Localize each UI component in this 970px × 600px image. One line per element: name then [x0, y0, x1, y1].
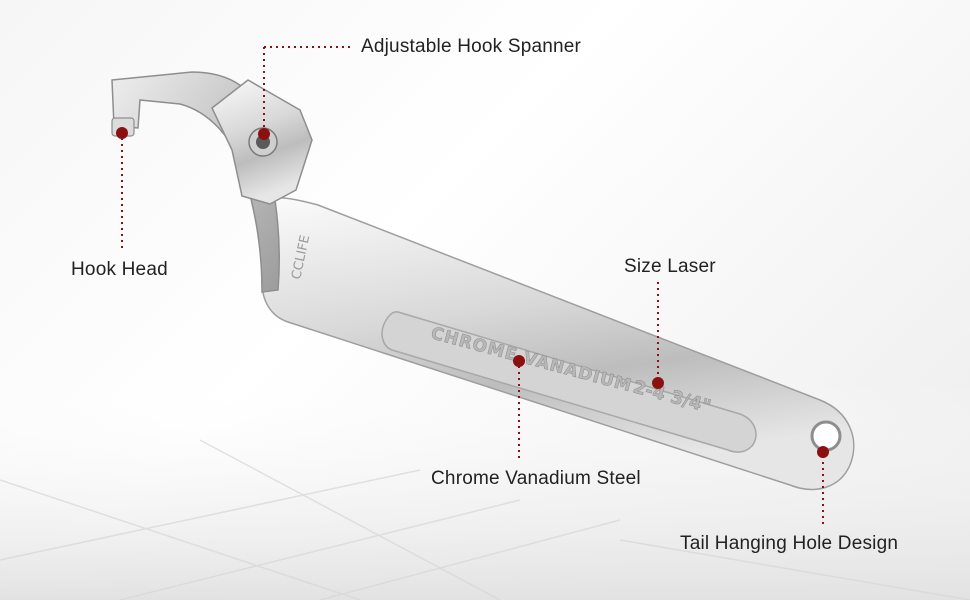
marker-hook-head [116, 127, 128, 139]
callout-leader-lines [121, 46, 824, 525]
callout-tail-hanging-hole-design: Tail Hanging Hole Design [680, 533, 899, 554]
marker-adjustable-hook-spanner [258, 128, 270, 140]
tail-hanging-hole [810, 420, 842, 452]
marker-chrome-vanadium-steel [513, 355, 525, 367]
engraving-panel [381, 311, 757, 453]
marker-tail-hanging-hole [817, 446, 829, 458]
callout-hook-head: Hook Head [71, 259, 168, 280]
callout-markers [116, 127, 829, 458]
marker-size-laser [652, 377, 664, 389]
wrench-handle [261, 196, 855, 491]
callout-size-laser: Size Laser [624, 256, 716, 277]
callout-chrome-vanadium-steel: Chrome Vanadium Steel [431, 468, 641, 489]
callout-adjustable-hook-spanner: Adjustable Hook Spanner [361, 36, 582, 57]
